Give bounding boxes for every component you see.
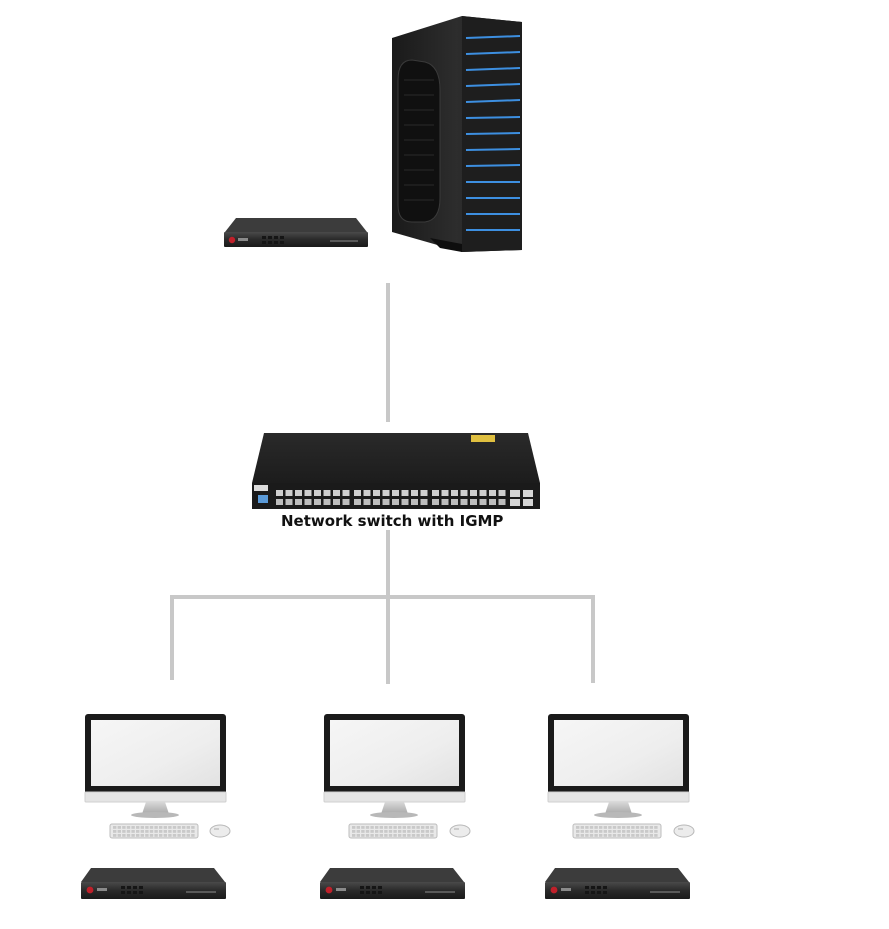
kvm-receiver-icon xyxy=(81,868,226,899)
switch-label: Network switch with IGMP xyxy=(281,512,504,530)
desktop-monitor-icon xyxy=(547,714,690,818)
mouse-icon xyxy=(449,824,471,838)
kvm-receiver-icon xyxy=(545,868,690,899)
workstation-3 xyxy=(545,714,695,899)
kvm-transmitter-icon xyxy=(224,218,368,247)
desktop-monitor-icon xyxy=(323,714,466,818)
keyboard-icon xyxy=(109,823,199,839)
desktop-monitor-icon xyxy=(84,714,227,818)
keyboard-icon xyxy=(348,823,438,839)
workstation-group xyxy=(81,714,695,899)
workstation-2 xyxy=(320,714,471,899)
connector-lines xyxy=(170,283,595,684)
workstation-1 xyxy=(81,714,231,899)
mouse-icon xyxy=(209,824,231,838)
keyboard-icon xyxy=(572,823,662,839)
network-switch-icon xyxy=(252,433,540,509)
server-tower-icon xyxy=(392,16,522,252)
mouse-icon xyxy=(673,824,695,838)
kvm-receiver-icon xyxy=(320,868,465,899)
